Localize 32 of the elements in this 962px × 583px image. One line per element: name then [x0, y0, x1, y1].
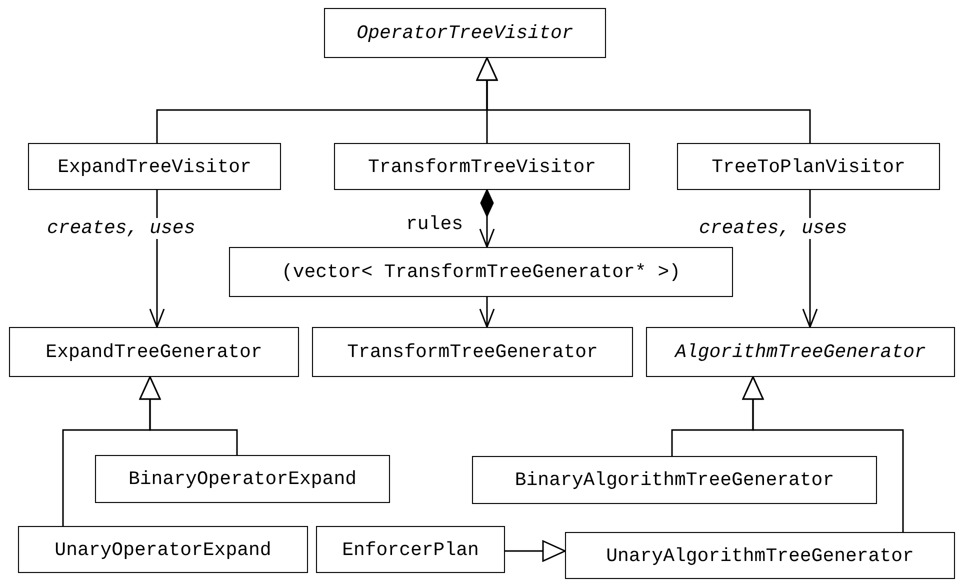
- class-name: BinaryAlgorithmTreeGenerator: [514, 469, 834, 491]
- association-arrow: [479, 297, 495, 328]
- class-name: EnforcerPlan: [342, 538, 479, 560]
- class-name: ExpandTreeVisitor: [58, 156, 252, 178]
- inheritance-arrow: [505, 540, 566, 562]
- class-box: [646, 327, 955, 377]
- inheritance-arrow: [476, 57, 811, 143]
- class-box: [334, 143, 630, 190]
- class-box: [472, 456, 877, 504]
- class-name: UnaryAlgorithmTreeGenerator: [606, 544, 914, 566]
- class-name: ExpandTreeGenerator: [46, 341, 262, 363]
- class-box: [312, 327, 633, 377]
- class-name: TransformTreeGenerator: [347, 341, 598, 363]
- class-box: [95, 455, 390, 503]
- composition-arrow: [479, 189, 495, 248]
- class-name: AlgorithmTreeGenerator: [675, 341, 926, 363]
- inheritance-arrow: [742, 376, 904, 532]
- class-box: [229, 247, 733, 297]
- class-name: OperatorTreeVisitor: [356, 22, 574, 44]
- class-name: (vector< TransformTreeGenerator* >): [281, 261, 681, 283]
- class-box: [324, 8, 606, 58]
- inheritance-arrow: [62, 376, 161, 526]
- class-box: [316, 526, 505, 573]
- class-box: [28, 143, 281, 190]
- class-box: [565, 532, 955, 579]
- class-name: TreeToPlanVisitor: [712, 156, 906, 178]
- class-box: [9, 327, 299, 377]
- class-name: BinaryOperatorExpand: [128, 468, 357, 490]
- class-box: [677, 143, 940, 190]
- class-name: TransformTreeVisitor: [368, 156, 596, 178]
- class-name: UnaryOperatorExpand: [54, 538, 272, 560]
- class-box: [18, 526, 308, 573]
